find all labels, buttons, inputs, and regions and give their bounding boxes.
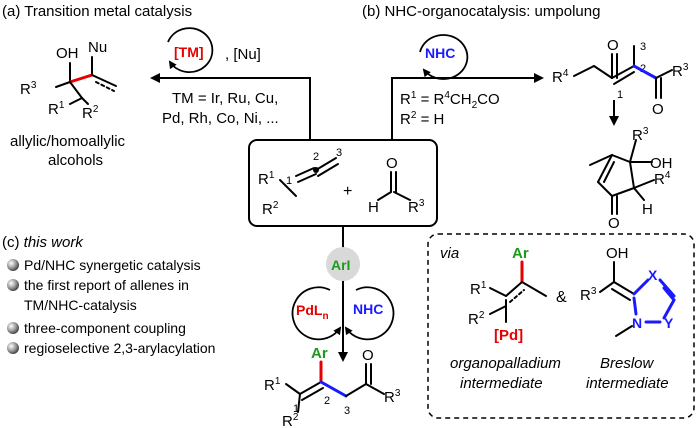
- svg-text:OH: OH: [650, 155, 673, 172]
- nu-label: Nu: [88, 39, 107, 56]
- ari-label: ArI: [331, 257, 350, 273]
- bullet-1: Pd/NHC synergetic catalysis: [24, 257, 201, 273]
- section-a-title: (a) Transition metal catalysis: [2, 3, 192, 20]
- svg-text:O: O: [652, 101, 664, 118]
- nhc-catalyst-cycle-b: NHC: [419, 34, 469, 80]
- nhc-catalyst-cycle-c: NHC: [344, 286, 395, 341]
- svg-text:1: 1: [617, 89, 623, 101]
- aldehyde-structure: O H R3: [368, 155, 425, 216]
- allene-structure: R1 1 R2 2 3: [258, 147, 342, 218]
- pd-catalyst-cycle: PdLn: [291, 286, 342, 341]
- bullet-3: three-component coupling: [24, 320, 186, 336]
- svg-text:R3: R3: [384, 388, 401, 406]
- via-label: via: [440, 245, 459, 262]
- svg-text:R3: R3: [672, 62, 689, 80]
- svg-text:N: N: [632, 315, 642, 331]
- svg-text:R4: R4: [552, 68, 569, 86]
- nhc-label-c: NHC: [353, 301, 383, 317]
- svg-text:O: O: [608, 215, 620, 232]
- bullet-2: the first report of allenes in: [24, 277, 189, 293]
- svg-text:R1: R1: [264, 376, 281, 394]
- svg-text:OH: OH: [606, 245, 629, 262]
- svg-text:R1: R1: [470, 280, 487, 298]
- svg-text:H: H: [368, 199, 379, 216]
- svg-text:Ar: Ar: [512, 245, 529, 262]
- svg-text:Y: Y: [664, 315, 674, 331]
- breslow-line2: intermediate: [586, 375, 669, 392]
- pd-catalyst-label: PdLn: [296, 302, 329, 322]
- svg-text:R3: R3: [632, 126, 649, 144]
- svg-text:2: 2: [324, 395, 330, 407]
- breslow-line1: Breslow: [600, 355, 655, 372]
- organopalladium-line1: organopalladium: [450, 355, 561, 372]
- arrow-to-a: [150, 73, 311, 140]
- section-b-title: (b) NHC-organocatalysis: umpolung: [362, 3, 600, 20]
- r3-label-a: R3: [20, 80, 37, 98]
- r1-definition: R1 = R4CH2CO: [400, 90, 500, 111]
- svg-text:[Pd]: [Pd]: [494, 327, 523, 344]
- bullet-list: Pd/NHC synergetic catalysis the first re…: [7, 257, 215, 356]
- svg-text:O: O: [386, 155, 398, 172]
- r2-label-a: R2: [82, 104, 99, 122]
- svg-text:2: 2: [640, 63, 646, 75]
- svg-text:O: O: [607, 37, 619, 54]
- enone-product-structure: R4 O 3 2 1 O R3: [552, 37, 689, 118]
- bullet-4: regioselective 2,3-arylacylation: [24, 340, 215, 356]
- allylic-alcohol-structure: OH Nu R3 R1 R2: [20, 39, 117, 122]
- organopalladium-line2: intermediate: [460, 375, 543, 392]
- svg-text:3: 3: [640, 41, 646, 53]
- section-c-title: (c) this work: [2, 234, 84, 251]
- tm-list-line1: TM = Ir, Ru, Cu,: [172, 90, 278, 107]
- svg-text:X: X: [648, 267, 658, 283]
- tm-catalyst-cycle: [TM]: [167, 27, 214, 74]
- svg-text:R4: R4: [654, 170, 671, 188]
- product-a-line1: allylic/homoallylic: [10, 133, 126, 150]
- r2-definition: R2 = H: [400, 110, 444, 128]
- svg-text:R3: R3: [580, 286, 597, 304]
- svg-text:Ar: Ar: [311, 345, 328, 362]
- svg-text:R3: R3: [408, 198, 425, 216]
- svg-text:2: 2: [313, 151, 319, 163]
- plus-sign: +: [343, 183, 352, 200]
- ari-circle: [326, 247, 360, 281]
- oh-label: OH: [56, 45, 79, 62]
- svg-text:R1: R1: [258, 170, 275, 188]
- tm-catalyst-label: [TM]: [174, 44, 204, 60]
- svg-text:3: 3: [336, 147, 342, 159]
- svg-text:1: 1: [293, 403, 299, 415]
- r1-label-a: R1: [48, 100, 65, 118]
- product-a-line2: alcohols: [48, 152, 103, 169]
- arrow-to-b: [391, 73, 544, 140]
- svg-text:R2: R2: [282, 412, 299, 428]
- via-box: [427, 233, 695, 419]
- bullet-2-cont: TM/NHC-catalysis: [24, 297, 137, 313]
- organopalladium-structure: Ar R1 R2 [Pd]: [468, 245, 547, 344]
- svg-text:R2: R2: [262, 200, 279, 218]
- svg-text:R2: R2: [468, 310, 485, 328]
- svg-text:1: 1: [286, 175, 292, 187]
- svg-text:3: 3: [344, 405, 350, 417]
- nhc-label-b: NHC: [425, 45, 455, 61]
- ampersand: &: [556, 289, 567, 306]
- svg-text:H: H: [642, 201, 653, 218]
- nu-reagent-label: , [Nu]: [225, 46, 261, 63]
- cyclopentenone-structure: O R3 OH R4 H: [589, 126, 673, 232]
- breslow-structure: OH R3 X Y N: [580, 245, 676, 337]
- arylacylation-product: Ar R1 1 2 R2 3 O R3: [264, 345, 401, 428]
- svg-text:O: O: [362, 347, 374, 364]
- tm-list-line2: Pd, Rh, Co, Ni, ...: [162, 110, 279, 127]
